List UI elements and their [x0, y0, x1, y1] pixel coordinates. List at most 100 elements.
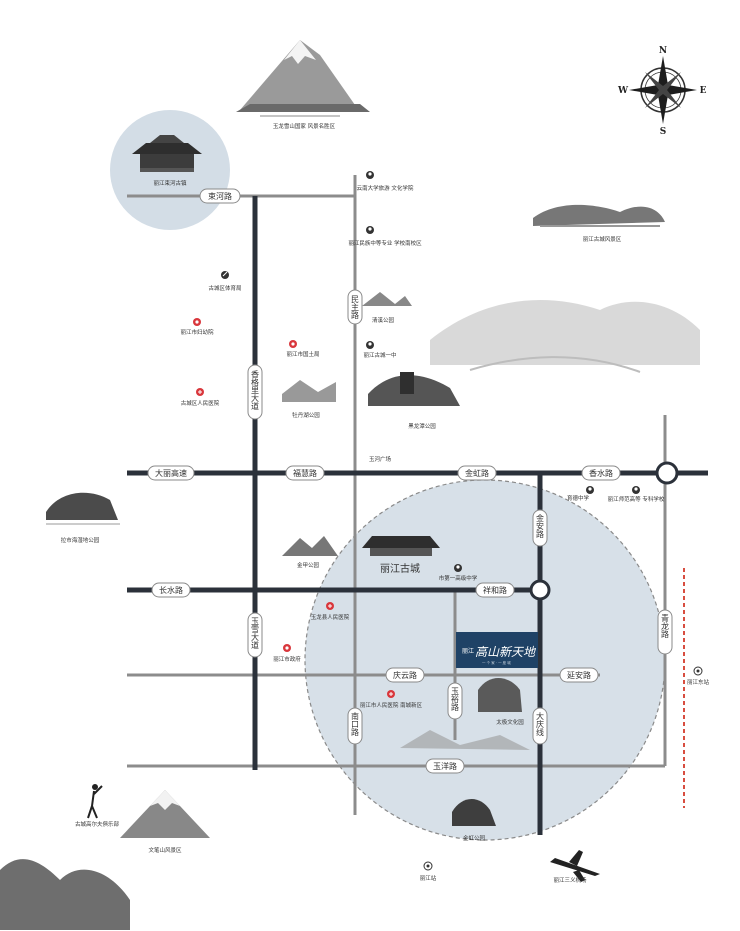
svg-text:玉洋路: 玉洋路	[433, 761, 457, 771]
poi-vocational-school: 丽江民族中等专业 学校南校区	[348, 239, 422, 247]
jinhong-park-illustration	[452, 798, 496, 826]
road-label-yanjiao: 延安路	[559, 667, 599, 683]
airplane-icon	[550, 850, 600, 882]
road-label-changshui: 长水路	[151, 582, 191, 598]
roundabout-xiangyun	[529, 579, 551, 601]
hospital-icon	[196, 388, 204, 396]
school-icon	[586, 486, 594, 494]
svg-text:香水路: 香水路	[589, 468, 613, 478]
train-station-icon	[423, 861, 433, 871]
poi-east-station: 丽江东站	[687, 678, 710, 686]
road-label-xiangge: 香格里大道	[247, 364, 263, 420]
svg-text:民主路: 民主路	[351, 295, 360, 319]
road-label-dayan-highway: 大丽高速	[147, 465, 195, 481]
road-label-yuying: 玉裕路	[447, 682, 463, 720]
road-label-nankou: 南口路	[347, 707, 363, 745]
poi-mudan-park: 牡丹湖公园	[292, 411, 320, 419]
government-icon	[193, 318, 201, 326]
train-station-icon	[693, 666, 703, 676]
svg-text:一 个 家 · 一 座 城: 一 个 家 · 一 座 城	[482, 660, 511, 665]
poi-people-hospital: 玉龙县人民医院	[311, 613, 350, 621]
svg-text:金虹路: 金虹路	[465, 468, 489, 478]
svg-text:青龙路: 青龙路	[661, 613, 670, 638]
wenbi-mountain-illustration	[120, 790, 210, 838]
government-icon	[289, 340, 297, 348]
svg-text:金安路: 金安路	[536, 513, 545, 538]
poi-heilongtan-park: 黑龙潭公园	[408, 422, 436, 430]
poi-yulong-snow-mountain: 玉龙雪山国家 风景名胜区	[273, 122, 336, 130]
qingxi-park-illustration	[362, 292, 412, 306]
svg-text:大丽高速: 大丽高速	[155, 468, 187, 478]
svg-text:延安路: 延安路	[567, 670, 591, 680]
svg-text:香格里大道: 香格里大道	[251, 369, 260, 411]
svg-text:福慧路: 福慧路	[293, 468, 317, 478]
poi-sanyi-airport: 丽江三义机场	[553, 876, 587, 884]
jinjia-park-illustration	[282, 536, 338, 556]
svg-text:祥和路: 祥和路	[483, 585, 507, 595]
road-label-fuhui: 福慧路	[285, 465, 325, 481]
svg-text:玉雪大道: 玉雪大道	[251, 617, 260, 650]
poi-yuhe-square: 玉河广场	[369, 455, 392, 463]
svg-text:S: S	[660, 127, 667, 137]
poi-jinhong-park: 金虹公园	[463, 834, 486, 842]
old-town-gate-illustration	[132, 135, 202, 172]
svg-text:E: E	[700, 86, 707, 96]
poi-wenbi-mountain: 文笔山风景区	[148, 846, 182, 854]
school-icon	[366, 226, 374, 234]
road-label-xiangyun: 祥和路	[475, 582, 515, 598]
school-icon	[366, 171, 374, 179]
taiji-park-illustration	[478, 677, 522, 712]
svg-text:丽江: 丽江	[462, 648, 474, 655]
svg-text:玉裕路: 玉裕路	[451, 687, 460, 711]
svg-text:南口路: 南口路	[351, 711, 360, 736]
lashi-lake-illustration	[46, 492, 120, 525]
road-label-jinan: 金安路	[532, 509, 548, 547]
south-mountains-illustration	[400, 730, 530, 750]
road-label-yuyang: 玉洋路	[425, 758, 465, 774]
poi-land-bureau: 丽江市国土局	[286, 350, 319, 358]
poi-no1-middle: 丽江古城一中	[363, 351, 396, 359]
project-marker[interactable]: 丽江 高山新天地 一 个 家 · 一 座 城	[456, 632, 538, 668]
poi-old-town-gate: 丽江束河古镇	[153, 179, 187, 187]
bottom-left-mountains-illustration	[0, 859, 130, 930]
road-label-xiangyong: 香水路	[581, 465, 621, 481]
government-icon	[283, 644, 291, 652]
road-label-qingyun: 庆云路	[385, 667, 425, 683]
compass-rose-icon: N S E W	[617, 46, 707, 137]
svg-text:庆云路: 庆云路	[393, 670, 417, 680]
poi-golf-club: 古城高尔夫俱乐部	[75, 820, 120, 828]
school-icon	[632, 486, 640, 494]
poi-scenic-area: 丽江古城风景区	[583, 235, 622, 243]
school-icon	[366, 341, 374, 349]
svg-text:大庆线: 大庆线	[536, 711, 545, 736]
poi-maternal-hospital: 丽江市妇幼院	[180, 328, 214, 336]
mudan-park-illustration	[282, 380, 336, 402]
poi-tech-college: 丽江师范高等 专科学校	[608, 495, 665, 503]
roundabout-xiangyong	[655, 461, 679, 485]
svg-text:N: N	[659, 46, 667, 56]
road-label-jinhong: 金虹路	[457, 465, 497, 481]
svg-text:束河路: 束河路	[208, 191, 232, 201]
hospital-icon	[326, 602, 334, 610]
school-icon	[454, 564, 462, 572]
road-label-yuxue: 玉雪大道	[247, 612, 263, 658]
poi-lashi-lake: 拉市海湿地公园	[61, 536, 100, 544]
poi-ethnic-hospital: 丽江市人民医院 南城新区	[360, 701, 423, 709]
poi-jinjia-park: 金甲公园	[297, 561, 320, 569]
golfer-illustration	[87, 784, 103, 819]
poi-lijiang-station: 丽江站	[420, 874, 437, 882]
poi-taiji-park: 太极文化园	[496, 718, 524, 726]
poi-city-gov: 丽江市政府	[273, 655, 301, 663]
heilongtan-illustration	[368, 372, 460, 406]
poi-no1-high: 市第一高级中学	[439, 574, 478, 582]
road-label-shuhe: 束河路	[199, 188, 241, 204]
mountain-landscape-right	[430, 300, 700, 373]
poi-qingxi-park: 清溪公园	[372, 316, 395, 324]
old-town-roof-illustration	[362, 536, 440, 556]
poi-stadium: 古城区体育局	[208, 284, 241, 292]
road-label-minzhu: 民主路	[347, 289, 363, 325]
poi-lijiang-old-town: 丽江古城	[380, 562, 420, 575]
svg-text:W: W	[617, 86, 629, 96]
hospital-icon	[387, 690, 395, 698]
snow-mountain-illustration	[236, 40, 370, 117]
